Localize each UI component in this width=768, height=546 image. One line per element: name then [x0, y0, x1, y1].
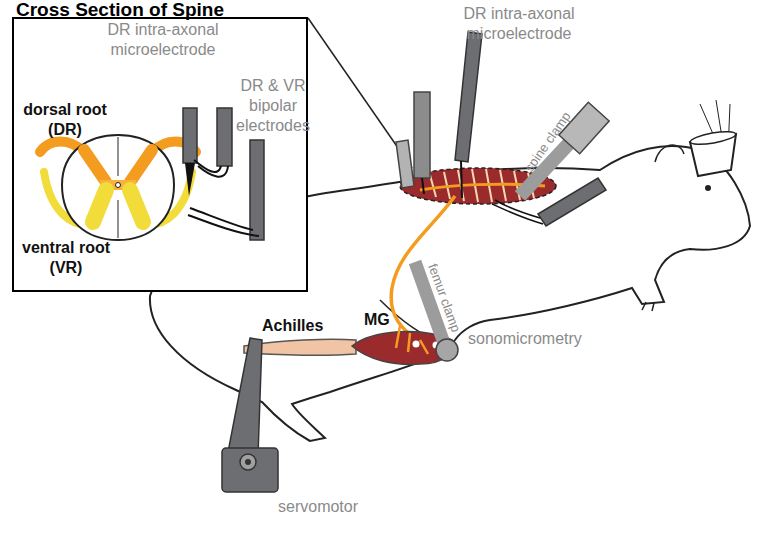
rat-ear	[655, 145, 684, 162]
nerve-branch	[396, 326, 428, 354]
clamp-label: femur clamp	[424, 262, 464, 335]
central-canal	[116, 183, 121, 188]
servomotor	[222, 448, 278, 492]
dorsal-horn	[84, 150, 152, 182]
spinal-cord	[62, 135, 174, 240]
bipolar-electrode	[538, 178, 606, 226]
ventral-horn	[93, 190, 143, 222]
muscle-label: MG	[364, 310, 390, 330]
rat-paw	[642, 302, 654, 311]
electrode	[414, 92, 430, 178]
electrode-label: DR & VR bipolar electrodes	[230, 76, 316, 136]
electrode-label: DR intra-axonal microelectrode	[88, 20, 238, 60]
servo-axle-center	[245, 459, 251, 465]
microelectrode	[455, 32, 482, 162]
electrode-wire	[492, 200, 543, 224]
servo-arm	[228, 338, 262, 456]
servo-axle	[240, 454, 256, 470]
root-label: dorsal root (DR)	[14, 100, 116, 140]
sonomicrometry-crystal	[413, 341, 420, 348]
electrode-wire	[188, 208, 259, 236]
tendon-label: Achilles	[262, 316, 323, 336]
microelectrode	[183, 108, 197, 163]
clamp-label: spine clamp	[522, 109, 575, 175]
electrode-wire	[422, 178, 424, 194]
root-label: ventral root (VR)	[12, 238, 120, 278]
instrument-label: servomotor	[278, 497, 358, 517]
electrode-label: DR intra-axonal microelectrode	[444, 4, 594, 44]
nose-cone-top	[689, 129, 736, 147]
dorsal-septum	[118, 137, 119, 176]
microelectrode-tip	[185, 163, 195, 196]
inset-background	[12, 17, 308, 292]
ventral-fissure	[118, 200, 119, 238]
bipolar-electrode	[217, 108, 232, 166]
inset-title: Cross Section of Spine	[16, 0, 224, 22]
rat-eye	[705, 185, 711, 191]
electrode	[396, 140, 414, 188]
microelectrode-tip	[461, 161, 462, 198]
instrument-label: sonomicrometry	[468, 329, 582, 349]
femur-clamp-pin	[436, 339, 458, 361]
bipolar-electrode	[250, 140, 264, 240]
electrode-wire	[194, 160, 228, 177]
